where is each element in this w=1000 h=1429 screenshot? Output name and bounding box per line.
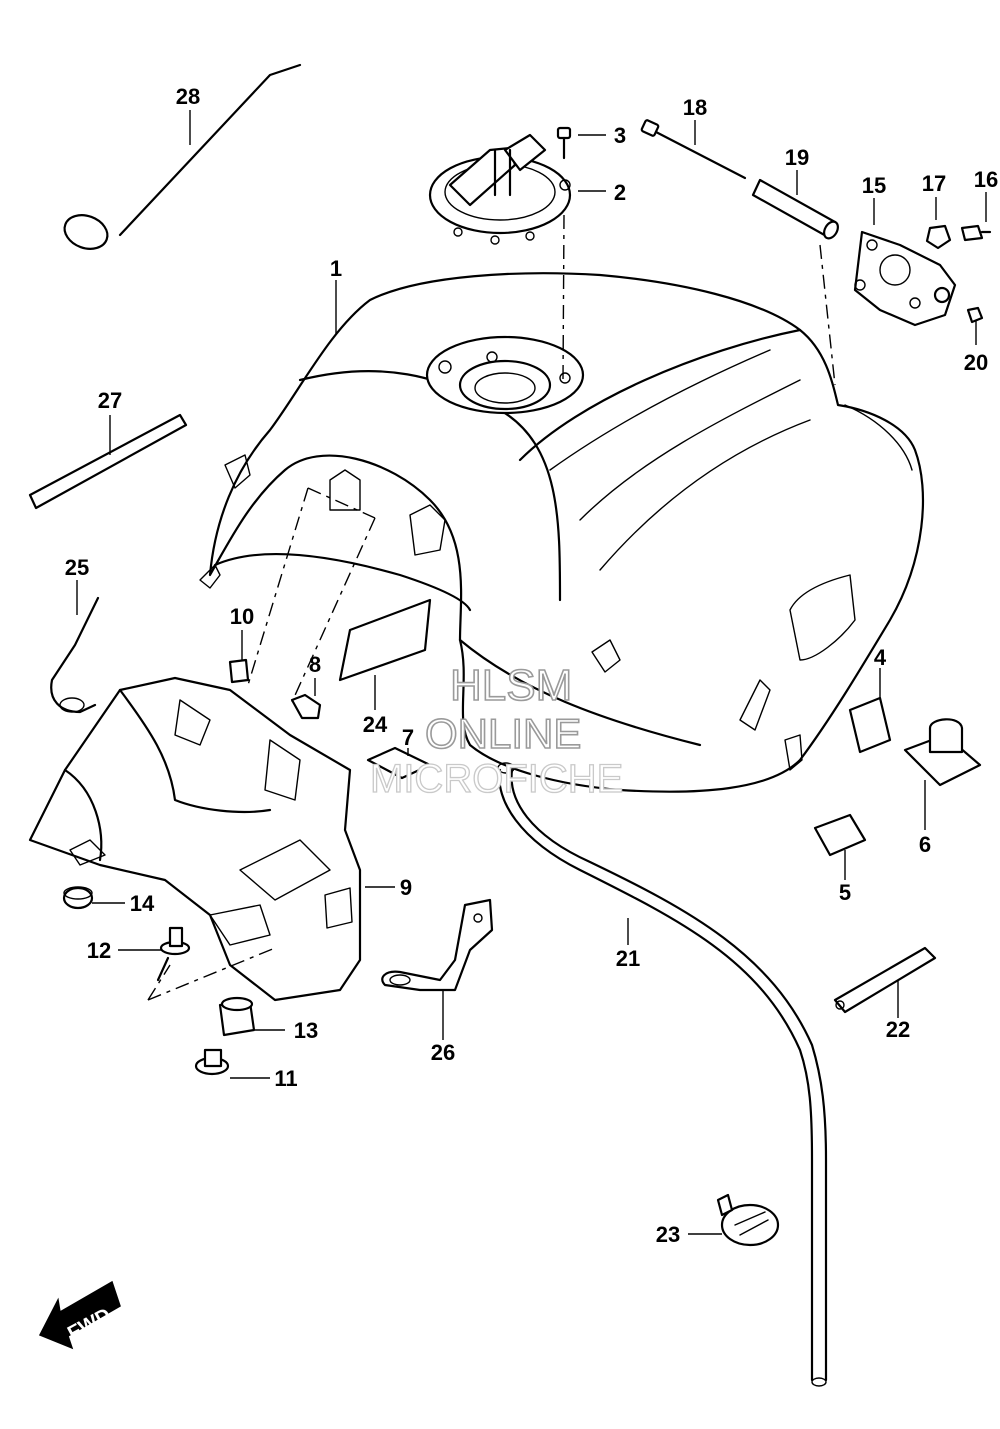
callout-25: 25: [65, 555, 89, 580]
pad-4: [848, 696, 892, 754]
callout-4: 4: [874, 645, 887, 670]
seal-strip: [28, 413, 188, 510]
clamp-23: [716, 1193, 780, 1247]
callout-21: 21: [616, 946, 640, 971]
callout-16: 16: [974, 167, 998, 192]
callout-8: 8: [309, 652, 321, 677]
callout-20: 20: [964, 350, 988, 375]
rod-28: [63, 63, 302, 250]
callout-27: 27: [98, 388, 122, 413]
watermark-line-2: ONLINE: [425, 710, 581, 757]
callout-9: 9: [400, 875, 412, 900]
fuel-tank: [199, 272, 925, 793]
callout-2: 2: [614, 180, 626, 205]
lower-cover: [28, 676, 362, 1002]
callout-14: 14: [130, 891, 155, 916]
fwd-arrow-icon: FWD: [38, 1280, 121, 1350]
callout-11: 11: [274, 1066, 297, 1091]
mounting-bracket: [853, 224, 992, 327]
cap-screw: [556, 126, 572, 160]
pad-7: [366, 746, 432, 780]
callout-5: 5: [839, 880, 851, 905]
callout-18: 18: [683, 95, 707, 120]
callout-numbers: 1 2 3 4 5 6 7 8 9 10 11 12 13 14 15 16 1…: [65, 84, 998, 1247]
callout-7: 7: [402, 725, 414, 750]
stay-bracket-25: [50, 596, 100, 714]
breather-hose: [497, 762, 828, 1387]
fuel-filler-cap: [428, 133, 572, 245]
callout-23: 23: [656, 1222, 680, 1247]
callout-10: 10: [230, 604, 254, 629]
watermark-line-3: MICROFICHE: [370, 757, 623, 801]
callout-1: 1: [330, 256, 342, 281]
label-10: [228, 658, 250, 684]
grommet-14: [62, 886, 94, 910]
callout-3: 3: [614, 123, 626, 148]
spacer-collar: [751, 178, 839, 240]
callout-28: 28: [176, 84, 200, 109]
callout-26: 26: [431, 1040, 455, 1065]
bolt-8: [290, 693, 322, 720]
damper-5: [813, 813, 867, 857]
callout-15: 15: [862, 173, 886, 198]
bolt-12: [156, 926, 191, 982]
collar-11: [194, 1048, 230, 1076]
callout-24: 24: [363, 712, 388, 737]
grommet-13: [218, 996, 256, 1037]
callout-6: 6: [919, 832, 931, 857]
callout-12: 12: [87, 938, 111, 963]
strap-22: [833, 946, 937, 1014]
watermark: HLSM ONLINE MICROFICHE: [369, 660, 624, 801]
callout-22: 22: [886, 1017, 910, 1042]
stay-bracket-26: [381, 898, 494, 992]
callout-19: 19: [785, 145, 809, 170]
leader-lines: [76, 110, 987, 1235]
callout-13: 13: [294, 1018, 318, 1043]
watermark-line-1: HLSM: [450, 661, 572, 710]
callout-17: 17: [922, 171, 946, 196]
cushion-6: [903, 718, 982, 787]
long-bolt: [640, 119, 747, 180]
sheet-24: [338, 598, 432, 682]
